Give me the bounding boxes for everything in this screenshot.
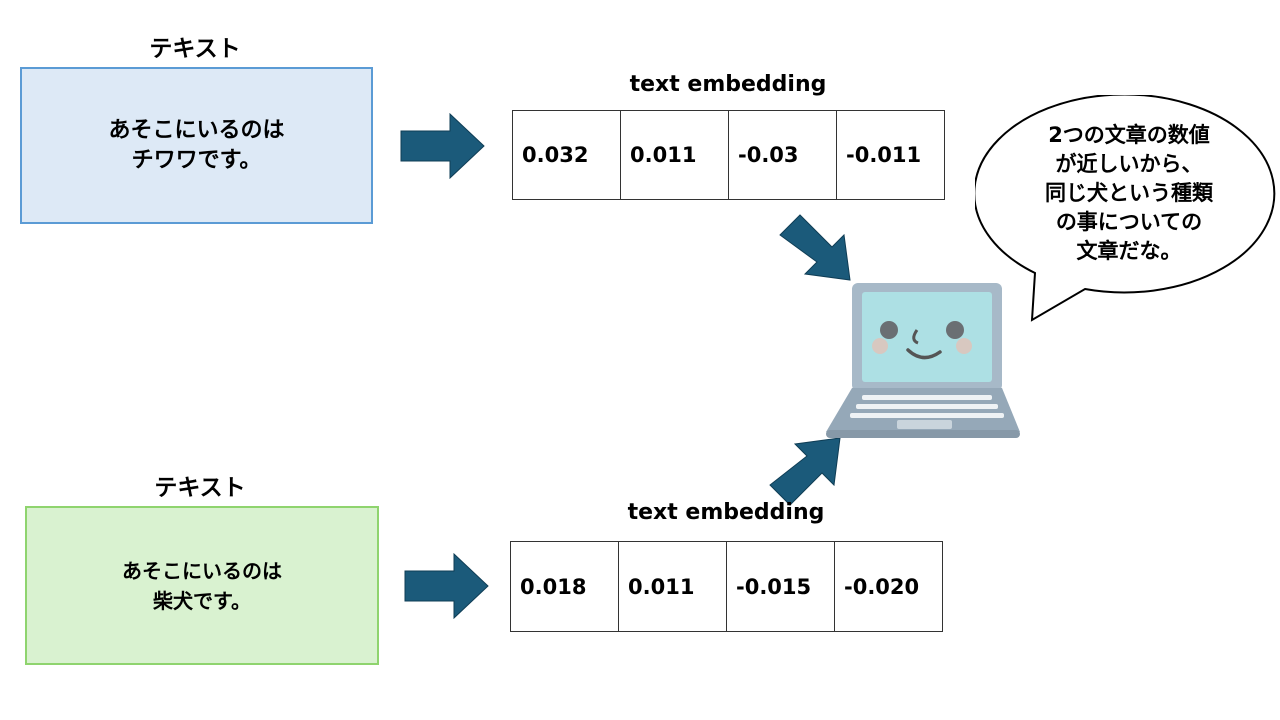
bubble-line: 2つの文章の数値 [1048,123,1210,147]
bottom-embedding-label: text embedding [627,500,825,525]
embedding-cell: 0.011 [619,542,727,631]
embedding-cell: -0.015 [727,542,835,631]
top-embedding-table: 0.032 0.011 -0.03 -0.011 [512,110,945,200]
embedding-cell: 0.011 [621,111,729,199]
top-sentence-line: あそこにいるのは [108,117,285,143]
bottom-sentence-line: あそこにいるのは [122,558,282,583]
embedding-cell: 0.018 [511,542,619,631]
top-embedding-label: text embedding [629,72,827,97]
bottom-sentence-box: あそこにいるのは柴犬です。 [25,506,379,665]
bubble-line: 文章だな。 [1076,239,1182,263]
right-arrow-icon [404,553,489,619]
top-sentence-box: あそこにいるのはチワワです。 [20,67,373,224]
bottom-embedding-table: 0.018 0.011 -0.015 -0.020 [510,541,943,632]
speech-bubble-text: 2つの文章の数値 が近しいから、 同じ犬という種類 の事についての 文章だな。 [1019,121,1239,266]
speech-bubble [975,95,1276,322]
embedding-cell: -0.011 [837,111,945,199]
bubble-line: の事についての [1055,210,1203,234]
embedding-cell: -0.03 [729,111,837,199]
bubble-line: 同じ犬という種類 [1045,181,1213,205]
bottom-sentence-line: 柴犬です。 [153,588,251,613]
embedding-cell: 0.032 [513,111,621,199]
bubble-line: が近しいから、 [1055,152,1203,176]
embedding-cell: -0.020 [835,542,943,631]
top-text-label: テキスト [149,36,241,62]
up-right-arrow-icon [769,437,841,506]
top-sentence-line: チワワです。 [131,147,262,173]
bottom-text-label: テキスト [154,475,246,501]
down-right-arrow-icon [779,214,851,281]
right-arrow-icon [400,113,485,179]
smiling-laptop-icon [826,283,1020,438]
